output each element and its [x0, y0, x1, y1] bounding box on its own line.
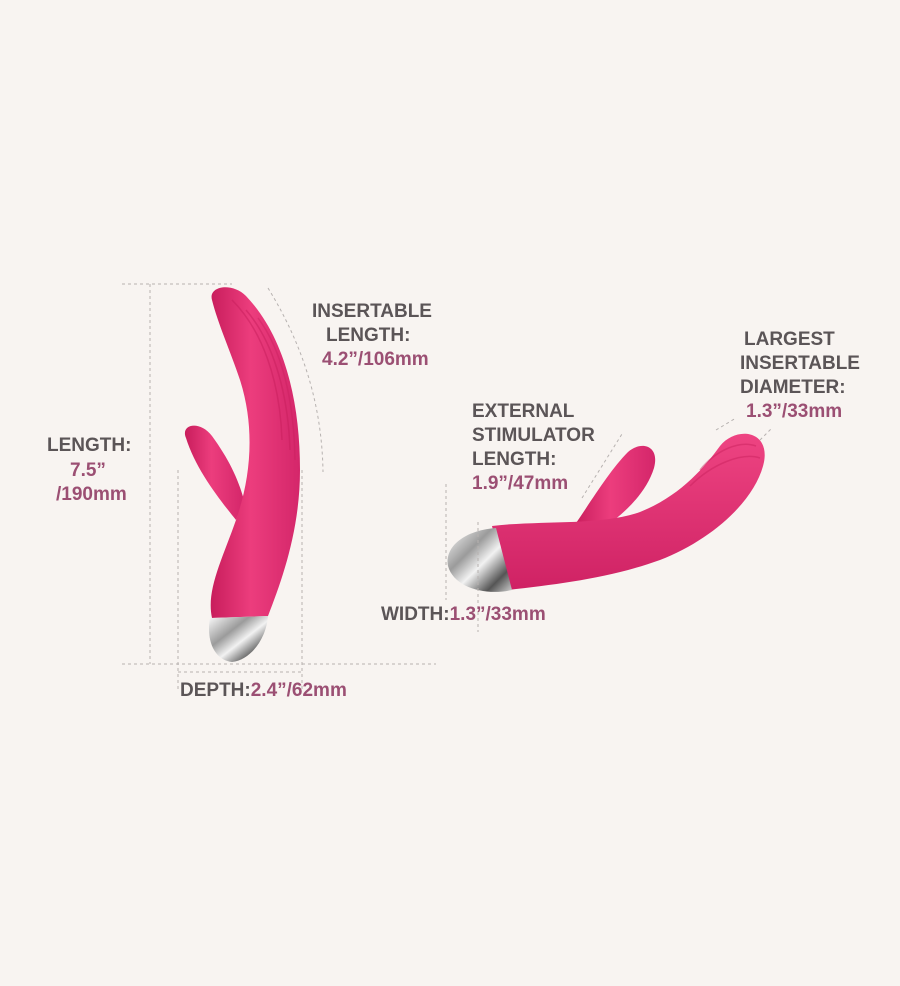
insertable-length-label-1: INSERTABLE [312, 301, 432, 322]
largest-diameter-label-1: LARGEST [744, 329, 835, 350]
vertical-product [184, 287, 300, 662]
length-value-inch: 7.5” [70, 460, 106, 481]
insertable-length-label-2: LENGTH: [326, 325, 411, 346]
insertable-length-value: 4.2”/106mm [322, 349, 429, 370]
external-stimulator-value: 1.9”/47mm [472, 473, 569, 494]
largest-diameter-value: 1.3”/33mm [746, 401, 843, 422]
external-stimulator-label-3: LENGTH: [472, 449, 557, 470]
largest-diameter-label-2: INSERTABLE [740, 353, 860, 374]
horizontal-dimension-lines [445, 417, 773, 632]
depth-label: DEPTH: [180, 680, 251, 701]
width-row: WIDTH:1.3”/33mm [381, 603, 546, 627]
external-stimulator-label-2: STIMULATOR [472, 425, 595, 446]
depth-value: 2.4”/62mm [250, 680, 347, 701]
external-stimulator-label-1: EXTERNAL [472, 401, 575, 422]
width-value: 1.3”/33mm [449, 604, 546, 625]
length-label: LENGTH: [47, 435, 132, 456]
horizontal-product [447, 433, 765, 592]
width-label: WIDTH: [381, 604, 450, 625]
length-value-mm: /190mm [56, 484, 127, 505]
vertical-dimension-lines [122, 283, 436, 690]
largest-diameter-label-3: DIAMETER: [740, 377, 846, 398]
depth-row: DEPTH:2.4”/62mm [180, 679, 347, 703]
